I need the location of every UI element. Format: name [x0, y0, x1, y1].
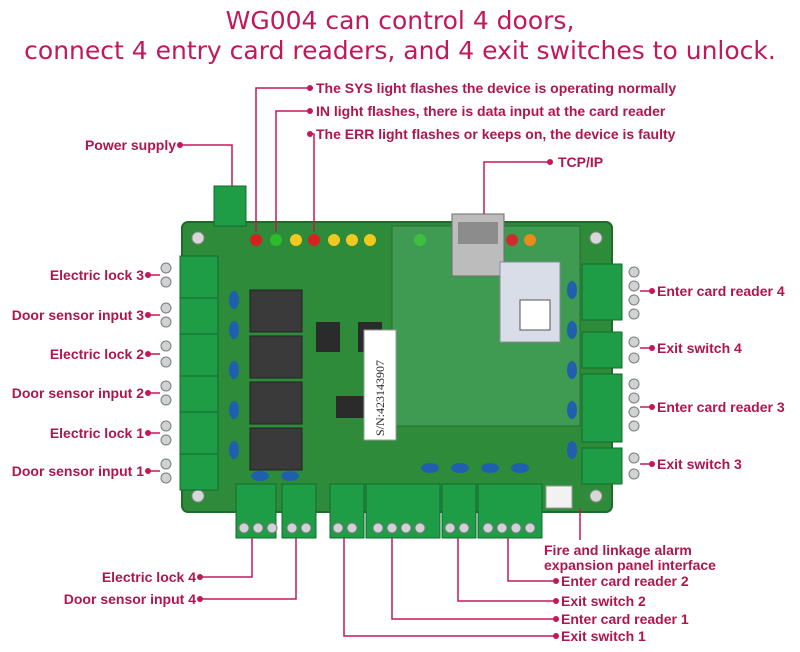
bottom-screws: [238, 522, 536, 534]
led-err: [308, 234, 320, 246]
label-enter-reader-2: Enter card reader 2: [561, 573, 689, 589]
label-door-sensor-1: Door sensor input 1: [11, 463, 144, 479]
relay: [249, 289, 303, 333]
callout-dots: [145, 85, 655, 639]
left-terminals: [179, 255, 219, 491]
qr-sticker: [519, 299, 551, 331]
status-leds: [250, 234, 376, 246]
label-err-light: The ERR light flashes or keeps on, the d…: [316, 126, 676, 142]
label-door-sensor-4: Door sensor input 4: [63, 591, 196, 607]
label-electric-lock-1: Electric lock 1: [49, 425, 144, 441]
label-electric-lock-2: Electric lock 2: [49, 346, 144, 362]
led-in: [270, 234, 282, 246]
label-electric-lock-3: Electric lock 3: [49, 267, 144, 283]
title-line-1: WG004 can control 4 doors,: [225, 6, 575, 35]
right-terminals: [581, 263, 623, 485]
alarm-interface-connector: [545, 485, 573, 509]
label-exit-switch-4: Exit switch 4: [657, 340, 742, 356]
label-in-light: IN light flashes, there is data input at…: [316, 103, 666, 119]
title-line-2: connect 4 entry card readers, and 4 exit…: [24, 36, 776, 65]
label-electric-lock-4: Electric lock 4: [101, 569, 196, 585]
label-door-sensor-3: Door sensor input 3: [11, 307, 144, 323]
mount-hole: [191, 231, 205, 245]
label-fire-alarm-line-1: Fire and linkage alarm: [544, 542, 692, 558]
capacitors: [229, 281, 577, 481]
led-sys: [250, 234, 262, 246]
label-enter-reader-4: Enter card reader 4: [657, 283, 785, 299]
label-exit-switch-3: Exit switch 3: [657, 456, 742, 472]
label-sys-light: The SYS light flashes the device is oper…: [316, 80, 677, 96]
left-screws: [160, 262, 172, 484]
mount-hole: [191, 489, 205, 503]
label-door-sensor-2: Door sensor input 2: [11, 385, 144, 401]
mount-hole: [589, 231, 603, 245]
module-led-green: [414, 234, 426, 246]
label-exit-switch-1: Exit switch 1: [561, 628, 646, 644]
label-enter-reader-3: Enter card reader 3: [657, 399, 785, 415]
serial-number: S/N:423143907: [373, 360, 387, 436]
relay: [249, 335, 303, 379]
regulator: [316, 322, 340, 352]
right-screws: [628, 266, 640, 480]
label-enter-reader-1: Enter card reader 1: [561, 611, 689, 627]
relay: [249, 427, 303, 471]
relays: [249, 289, 303, 471]
mount-hole: [589, 489, 603, 503]
module-led-orange: [524, 234, 536, 246]
serial-sticker: [363, 329, 397, 441]
label-exit-switch-2: Exit switch 2: [561, 593, 646, 609]
label-tcp-ip: TCP/IP: [558, 154, 604, 170]
terminal-power: [213, 185, 247, 227]
label-power-supply: Power supply: [84, 137, 176, 153]
relay: [249, 381, 303, 425]
label-fire-alarm-line-2: expansion panel interface: [544, 557, 716, 573]
